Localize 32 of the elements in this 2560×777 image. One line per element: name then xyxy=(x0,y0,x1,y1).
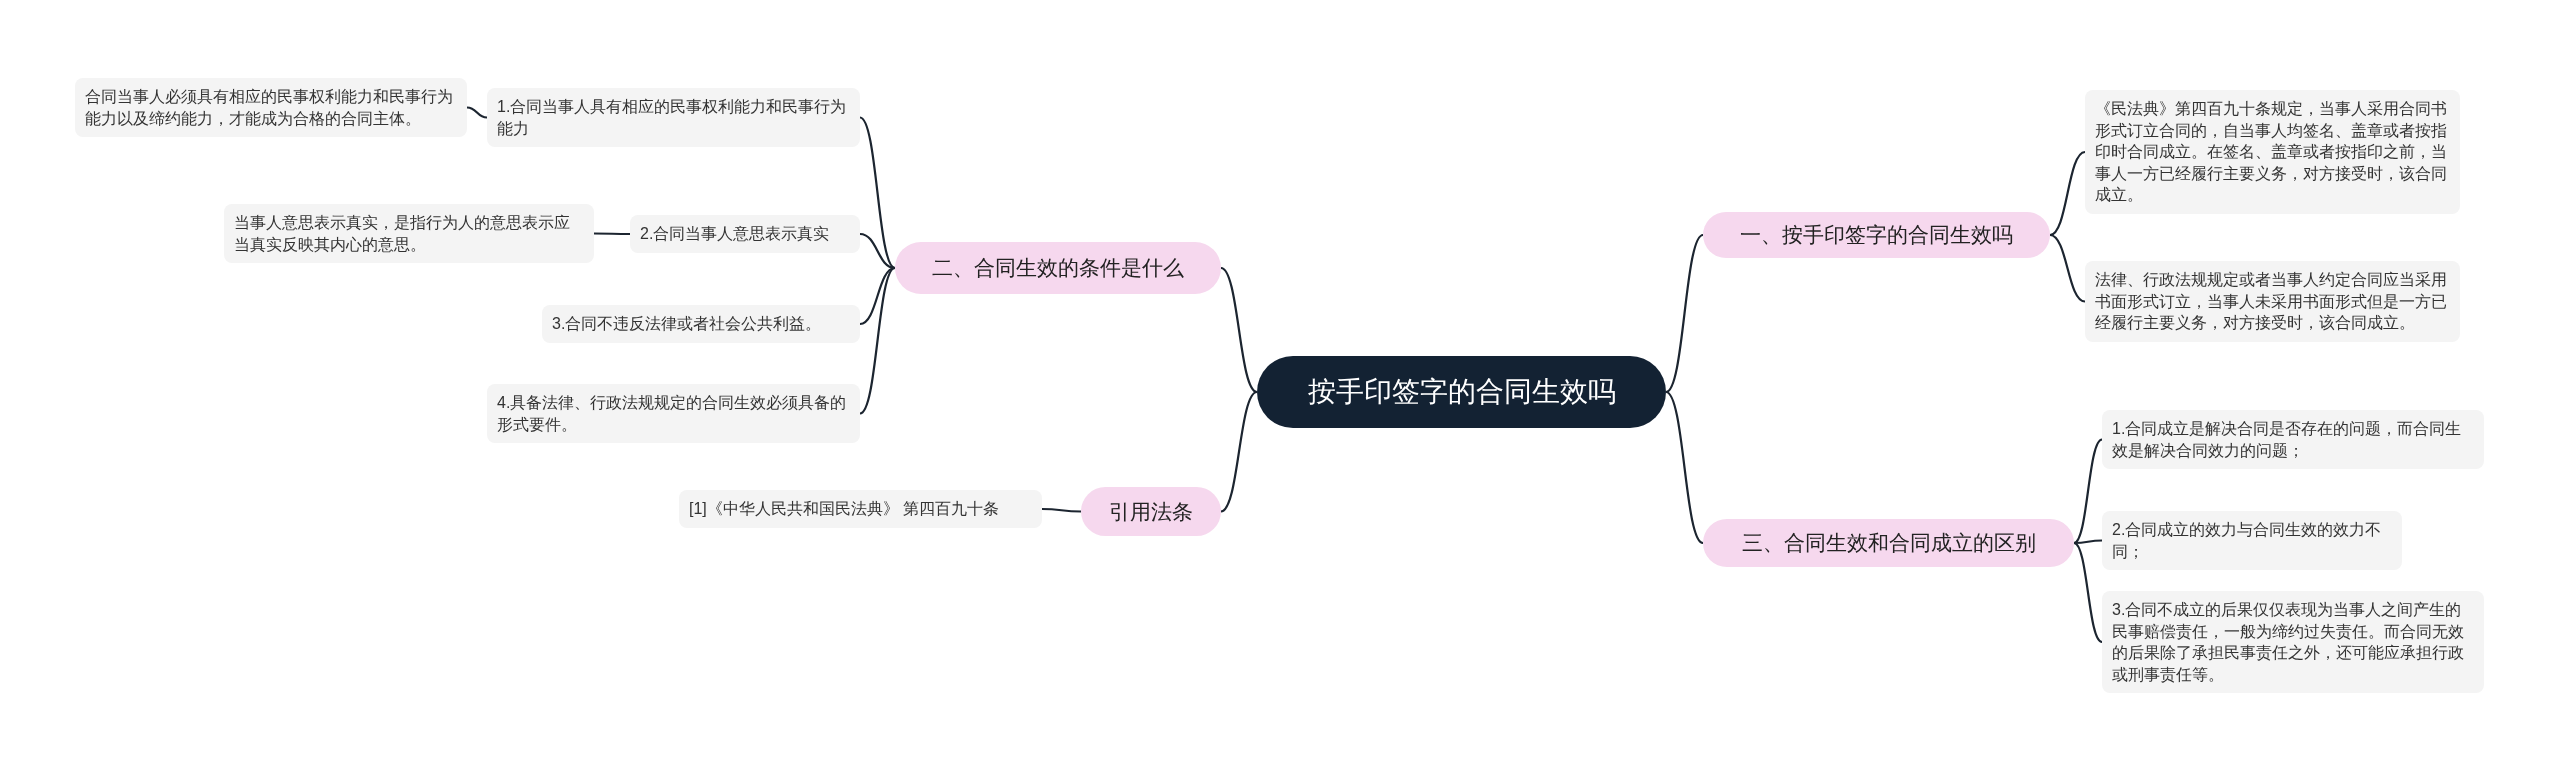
topic-bubble: 一、按手印签字的合同生效吗 xyxy=(1703,212,2050,258)
connector-line xyxy=(1665,391,1704,544)
topic-bubble: 三、合同生效和合同成立的区别 xyxy=(1703,519,2074,567)
note-card: 合同当事人必须具有相应的民事权利能力和民事行为能力以及缔约能力，才能成为合格的合同主体。 xyxy=(75,78,467,138)
note-card: 3.合同不成立的后果仅仅表现为当事人之间产生的民事赔偿责任，一般为缔约过失责任。而合同无效的后果除了承担民事责任之外，还可能应承担行政或刑事责任等。 xyxy=(2102,591,2484,694)
connector-line xyxy=(594,232,630,236)
note-card: 法律、行政法规规定或者当事人约定合同应当采用书面形式订立，当事人未采用书面形式但是一方已经履行主要义务，对方接受时，该合同成立。 xyxy=(2085,261,2460,342)
note-card: 3.合同不违反法律或者社会公共利益。 xyxy=(542,305,860,343)
note-card: 当事人意思表示真实，是指行为人的意思表示应当真实反映其内心的意思。 xyxy=(224,204,594,264)
connector-line xyxy=(1042,507,1081,513)
note-card: [1]《中华人民共和国民法典》 第四百九十条 xyxy=(679,490,1042,528)
note-card: 2.合同当事人意思表示真实 xyxy=(630,215,860,253)
connector-line xyxy=(2074,539,2102,545)
connector-line xyxy=(466,106,488,119)
connector-line xyxy=(2049,233,2086,303)
connector-line xyxy=(859,267,896,415)
connector-line xyxy=(2073,438,2103,544)
topic-bubble: 二、合同生效的条件是什么 xyxy=(895,242,1221,294)
topic-bubble: 引用法条 xyxy=(1081,487,1221,536)
connector-line xyxy=(2073,542,2103,643)
central-topic: 按手印签字的合同生效吗 xyxy=(1257,356,1666,428)
connector-line xyxy=(859,266,896,326)
note-card: 1.合同当事人具有相应的民事权利能力和民事行为能力 xyxy=(487,88,860,148)
connector-line xyxy=(1220,267,1258,393)
connector-line xyxy=(1220,391,1258,513)
note-card: 1.合同成立是解决合同是否存在的问题，而合同生效是解决合同效力的问题； xyxy=(2102,410,2484,470)
note-card: 《民法典》第四百九十条规定，当事人采用合同书形式订立合同的，自当事人均签名、盖章或者按指印时合同成立。在签名、盖章或者按指印之前，当事人一方已经履行主要义务，对方接受时，该合同成立。 xyxy=(2085,90,2460,214)
note-card: 2.合同成立的效力与合同生效的效力不同； xyxy=(2102,511,2402,571)
connector-line xyxy=(1665,234,1704,393)
note-card: 4.具备法律、行政法规规定的合同生效必须具备的形式要件。 xyxy=(487,384,860,444)
connector-line xyxy=(2049,151,2086,236)
connector-line xyxy=(859,116,896,269)
